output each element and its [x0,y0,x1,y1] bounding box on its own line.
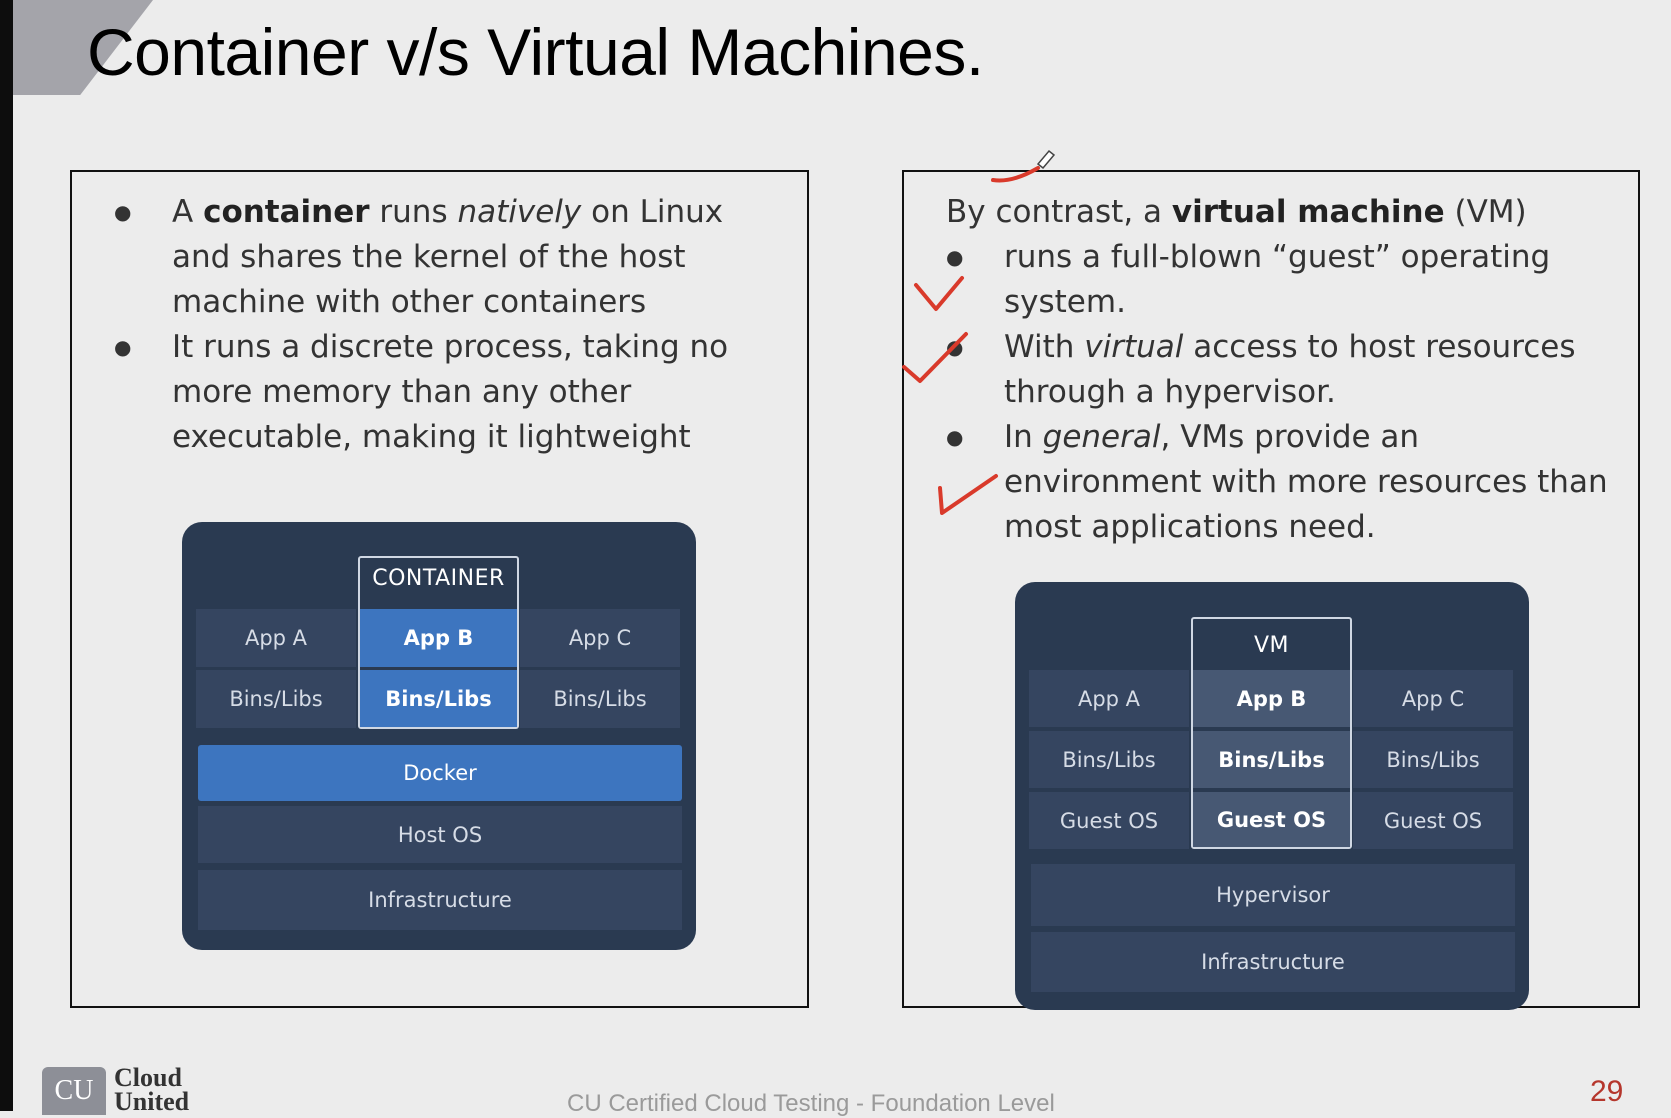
bins-libs-a-cell: Bins/Libs [1029,731,1189,788]
docker-layer: Docker [198,745,682,801]
bullet-item: With virtual access to host resources th… [904,325,1638,415]
vm-frame-label: VM [1253,633,1290,658]
footer-course-title: CU Certified Cloud Testing - Foundation … [567,1090,1055,1117]
infrastructure-layer: Infrastructure [1031,932,1515,992]
bullet-item: A container runs natively on Linux and s… [72,190,807,325]
guest-os-b-cell: Guest OS [1193,792,1350,847]
bullet-item: runs a full-blown “guest” operating syst… [904,235,1638,325]
vm-diagram: VM App A App B App C Bins/Libs Bins/Libs… [1015,582,1529,1010]
host-os-layer: Host OS [198,806,682,863]
bins-libs-a-cell: Bins/Libs [196,670,356,728]
pen-cursor-icon [1036,149,1056,170]
bins-libs-c-cell: Bins/Libs [1353,731,1513,788]
app-c-cell: App C [520,609,680,667]
slide-title: Container v/s Virtual Machines. [87,15,984,89]
vm-panel: By contrast, a virtual machine (VM) runs… [902,170,1640,1010]
guest-os-c-cell: Guest OS [1353,792,1513,849]
bins-libs-c-cell: Bins/Libs [520,670,680,728]
app-b-cell: App B [360,609,517,667]
bins-libs-b-cell: Bins/Libs [1193,731,1350,788]
container-frame-label: CONTAINER [372,566,505,591]
container-bullets: A container runs natively on Linux and s… [72,190,807,460]
vm-frame: VM [1191,617,1352,849]
cloud-united-logo: CU [42,1067,106,1115]
bullet-item: It runs a discrete process, taking no mo… [72,325,807,460]
app-a-cell: App A [196,609,356,667]
container-frame: CONTAINER [358,556,519,729]
guest-os-a-cell: Guest OS [1029,792,1189,849]
container-panel: A container runs natively on Linux and s… [70,170,809,1008]
brand-line: Cloud [114,1063,182,1092]
app-b-cell: App B [1193,670,1350,727]
app-a-cell: App A [1029,670,1189,727]
vm-intro: By contrast, a virtual machine (VM) [946,194,1527,230]
bins-libs-b-cell: Bins/Libs [360,670,517,727]
bullet-item: In general, VMs provide an environment w… [904,415,1638,550]
brand-name: Cloud United [114,1063,190,1116]
hypervisor-layer: Hypervisor [1031,864,1515,926]
container-diagram: CONTAINER App A App B App C Bins/Libs Bi… [182,522,696,950]
app-c-cell: App C [1353,670,1513,727]
brand-line: United [114,1087,190,1116]
page-number: 29 [1590,1075,1624,1108]
left-edge-strip [0,0,13,1111]
vm-bullets: By contrast, a virtual machine (VM) runs… [904,190,1638,550]
infrastructure-layer: Infrastructure [198,870,682,930]
